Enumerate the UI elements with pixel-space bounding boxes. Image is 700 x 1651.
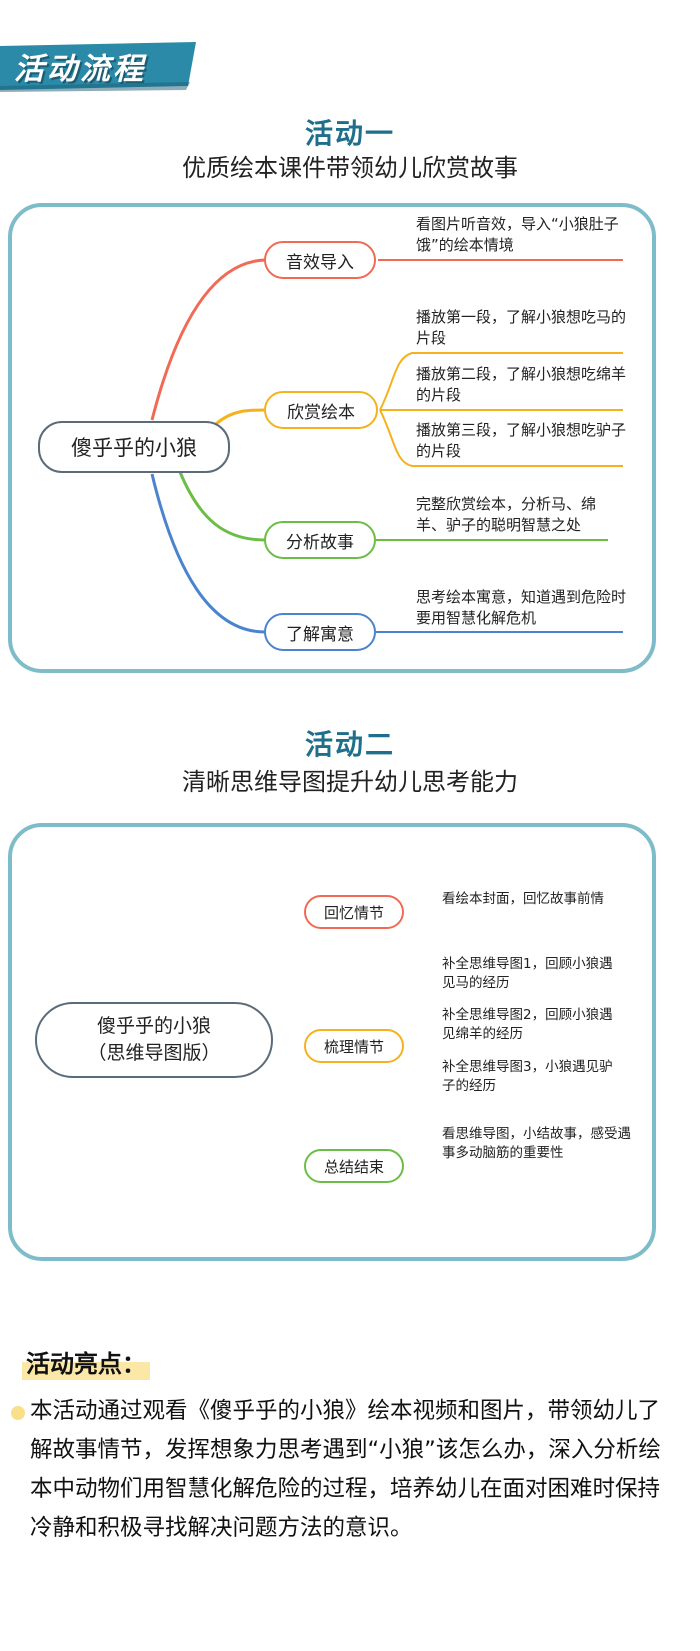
branch-node-analyze: 分析故事 [264,521,376,559]
activity2-title: 活动二 [304,728,395,761]
activity1-center-node: 傻乎乎的小狼 [38,421,230,473]
connector-appreciate-leaf3 [379,409,623,467]
highlight-title-underlay [22,1362,150,1380]
bullet-dot-icon [11,1406,25,1420]
section-title: 活动流程 [14,52,146,87]
branch-node-audio: 音效导入 [264,241,376,279]
leaf-recall: 看绘本封面，回忆故事前情 [442,891,604,907]
leaf-sort-2: 补全思维导图2，回顾小狼遇见绵羊的经历 [442,1007,613,1042]
activity2-subtitle: 清晰思维导图提升幼儿思考能力 [182,768,518,796]
activity1-title: 活动一 [304,117,395,150]
leaf-analyze: 完整欣赏绘本，分析马、绵羊、驴子的聪明智慧之处 [416,495,597,534]
connector-appreciate [215,408,266,426]
activity1-subtitle: 优质绘本课件带领幼儿欣赏故事 [182,154,518,182]
activity2-center-node: 傻乎乎的小狼 （思维导图版） [35,1002,273,1078]
connector-audio [150,258,266,421]
leaf-sort-3: 补全思维导图3，小狼遇见驴子的经历 [442,1059,613,1094]
branch-node-meaning: 了解寓意 [264,613,376,651]
branch-node-sort: 梳理情节 [304,1029,404,1063]
leaf-summary: 看思维导图，小结故事，感受遇事多动脑筋的重要性 [442,1126,631,1161]
leaf-appreciate-1: 播放第一段，了解小狼想吃马的片段 [416,308,627,347]
connector-analyze [178,471,266,542]
branch-node-recall: 回忆情节 [304,895,404,929]
leaf-audio: 看图片听音效，导入“小狼肚子饿”的绘本情境 [416,215,619,254]
leaf-meaning: 思考绘本寓意，知道遇到危险时要用智慧化解危机 [416,588,627,627]
leaf-appreciate-3: 播放第三段，了解小狼想吃驴子的片段 [416,421,627,460]
leaf-sort-1: 补全思维导图1，回顾小狼遇见马的经历 [442,956,613,991]
banner-brush-shape [0,42,196,92]
section-banner: 活动流程 [0,40,200,92]
branch-node-appreciate: 欣赏绘本 [264,391,378,429]
leaf-appreciate-2: 播放第二段，了解小狼想吃绵羊的片段 [416,365,627,404]
connector-appreciate-leaf1 [379,352,623,411]
highlight-title: 活动亮点： [26,1350,146,1378]
branch-node-summary: 总结结束 [304,1149,404,1183]
connector-meaning [150,473,266,634]
highlight-text: 本活动通过观看《傻乎乎的小狼》绘本视频和图片，带领幼儿了解故事情节，发挥想象力思… [30,1398,661,1541]
